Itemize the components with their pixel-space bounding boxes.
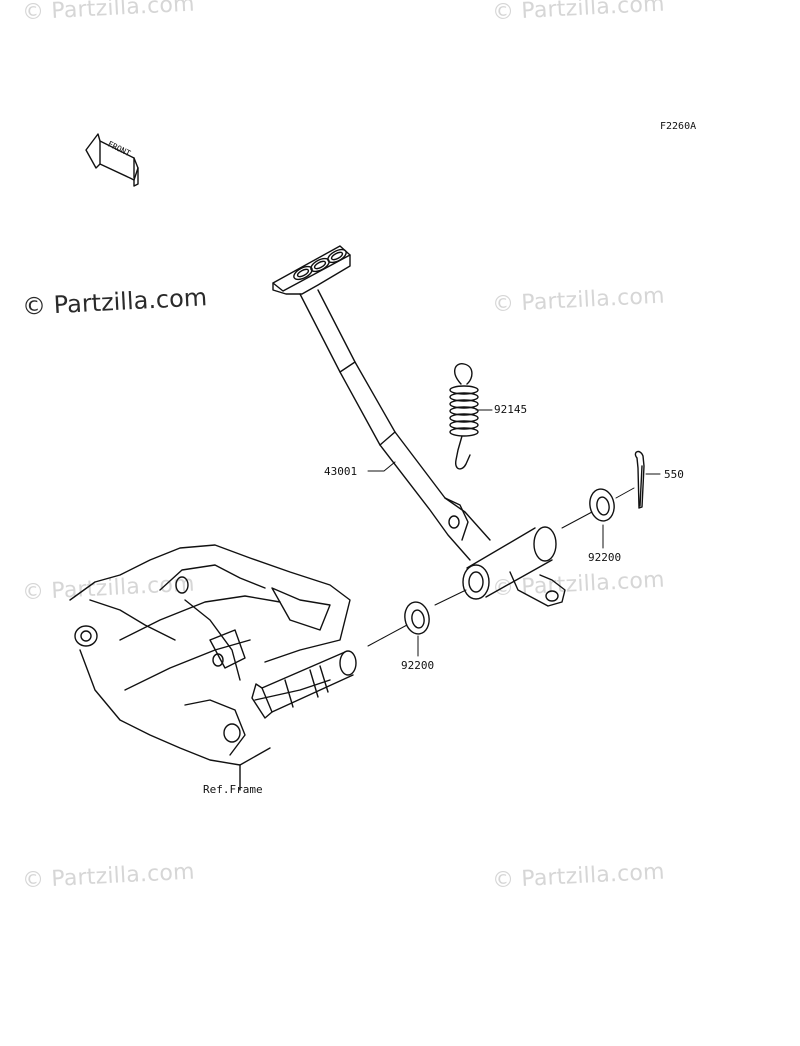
frame-reference-part — [69, 544, 357, 791]
assembly-lines — [367, 487, 635, 647]
washer-left-part — [404, 601, 430, 635]
cotter-pin-part — [634, 450, 645, 509]
brake-pedal-part — [272, 245, 566, 607]
label-leaders — [239, 409, 661, 791]
label-frame-reference: Ref.Frame — [203, 783, 263, 796]
label-washer-left: 92200 — [401, 659, 435, 672]
label-spring: 92145 — [494, 403, 528, 416]
front-arrow-icon: FRONT — [85, 133, 139, 187]
label-washer-right: 92200 — [588, 551, 622, 564]
diagram-code: F2260A — [660, 121, 697, 132]
label-brake-pedal: 43001 — [324, 465, 358, 478]
return-spring-part — [449, 363, 479, 470]
washer-right-part — [589, 488, 615, 522]
label-cotter-pin: 550 — [664, 468, 684, 481]
